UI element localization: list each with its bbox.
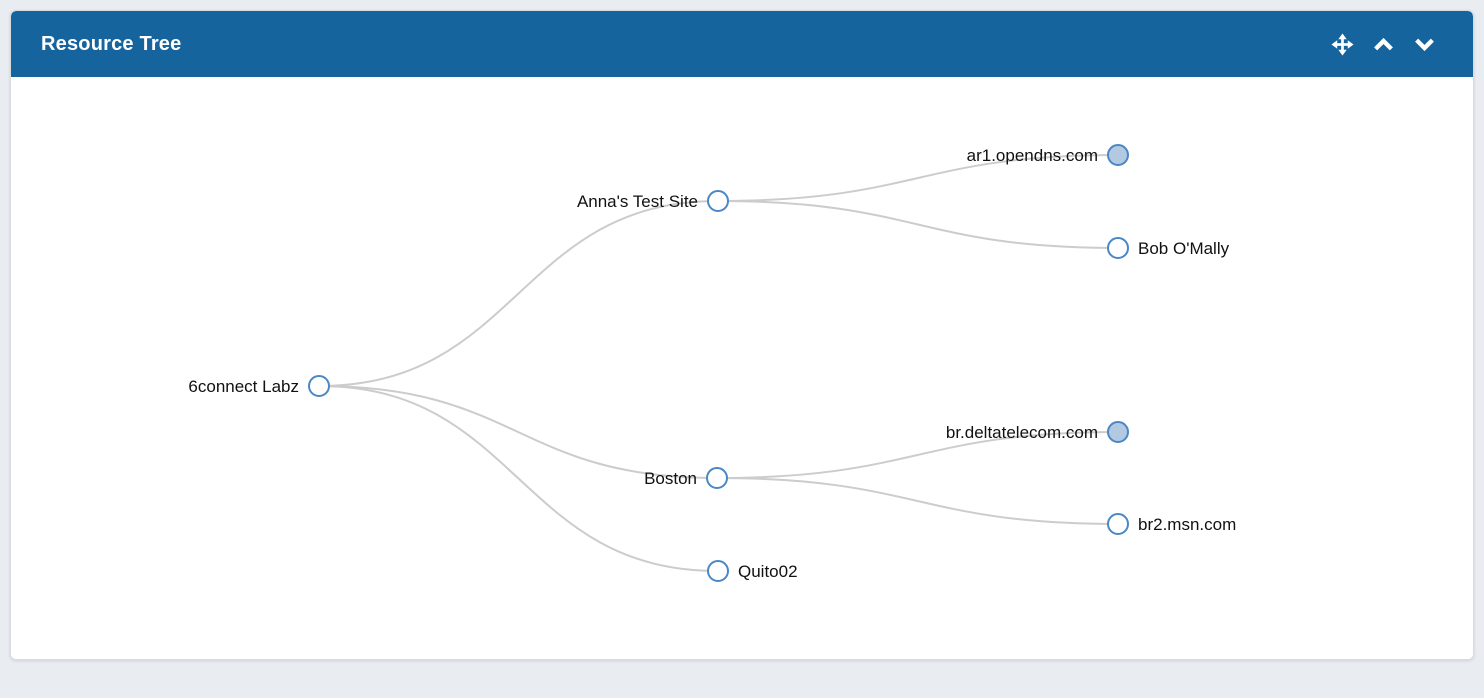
tree-link (318, 385, 719, 572)
tree-node-label: Bob O'Mally (1138, 239, 1230, 258)
header-icons (1329, 31, 1437, 57)
tree-node-anna[interactable] (707, 190, 729, 212)
tree-node-label: Boston (644, 469, 697, 488)
tree-link (717, 200, 1119, 249)
tree-link (318, 385, 718, 479)
tree-node-label: Anna's Test Site (577, 192, 698, 211)
tree-node-label: Quito02 (738, 562, 798, 581)
tree-link (716, 431, 1119, 479)
tree-node-brdelta[interactable] (1107, 421, 1129, 443)
tree-node-ar1[interactable] (1107, 144, 1129, 166)
tree-node-quito[interactable] (707, 560, 729, 582)
tree-link (716, 477, 1119, 525)
tree-node-bob[interactable] (1107, 237, 1129, 259)
tree-link (717, 154, 1119, 202)
panel-header: Resource Tree (11, 11, 1473, 77)
tree-node-root[interactable] (308, 375, 330, 397)
chevron-down-icon[interactable] (1411, 31, 1437, 57)
panel-title: Resource Tree (41, 32, 182, 55)
tree-node-boston[interactable] (706, 467, 728, 489)
tree-node-label: br.deltatelecom.com (946, 423, 1098, 442)
resource-tree-panel: Resource Tree (10, 10, 1474, 660)
chevron-up-icon[interactable] (1370, 31, 1396, 57)
tree-link (318, 200, 719, 387)
tree-node-label: 6connect Labz (188, 377, 299, 396)
tree-svg: 6connect Labz Anna's Test SiteBostonQuito… (188, 144, 1236, 582)
move-icon[interactable] (1329, 31, 1355, 57)
tree-node-label: ar1.opendns.com (967, 146, 1098, 165)
tree-node-br2[interactable] (1107, 513, 1129, 535)
tree-node-label: br2.msn.com (1138, 515, 1236, 534)
